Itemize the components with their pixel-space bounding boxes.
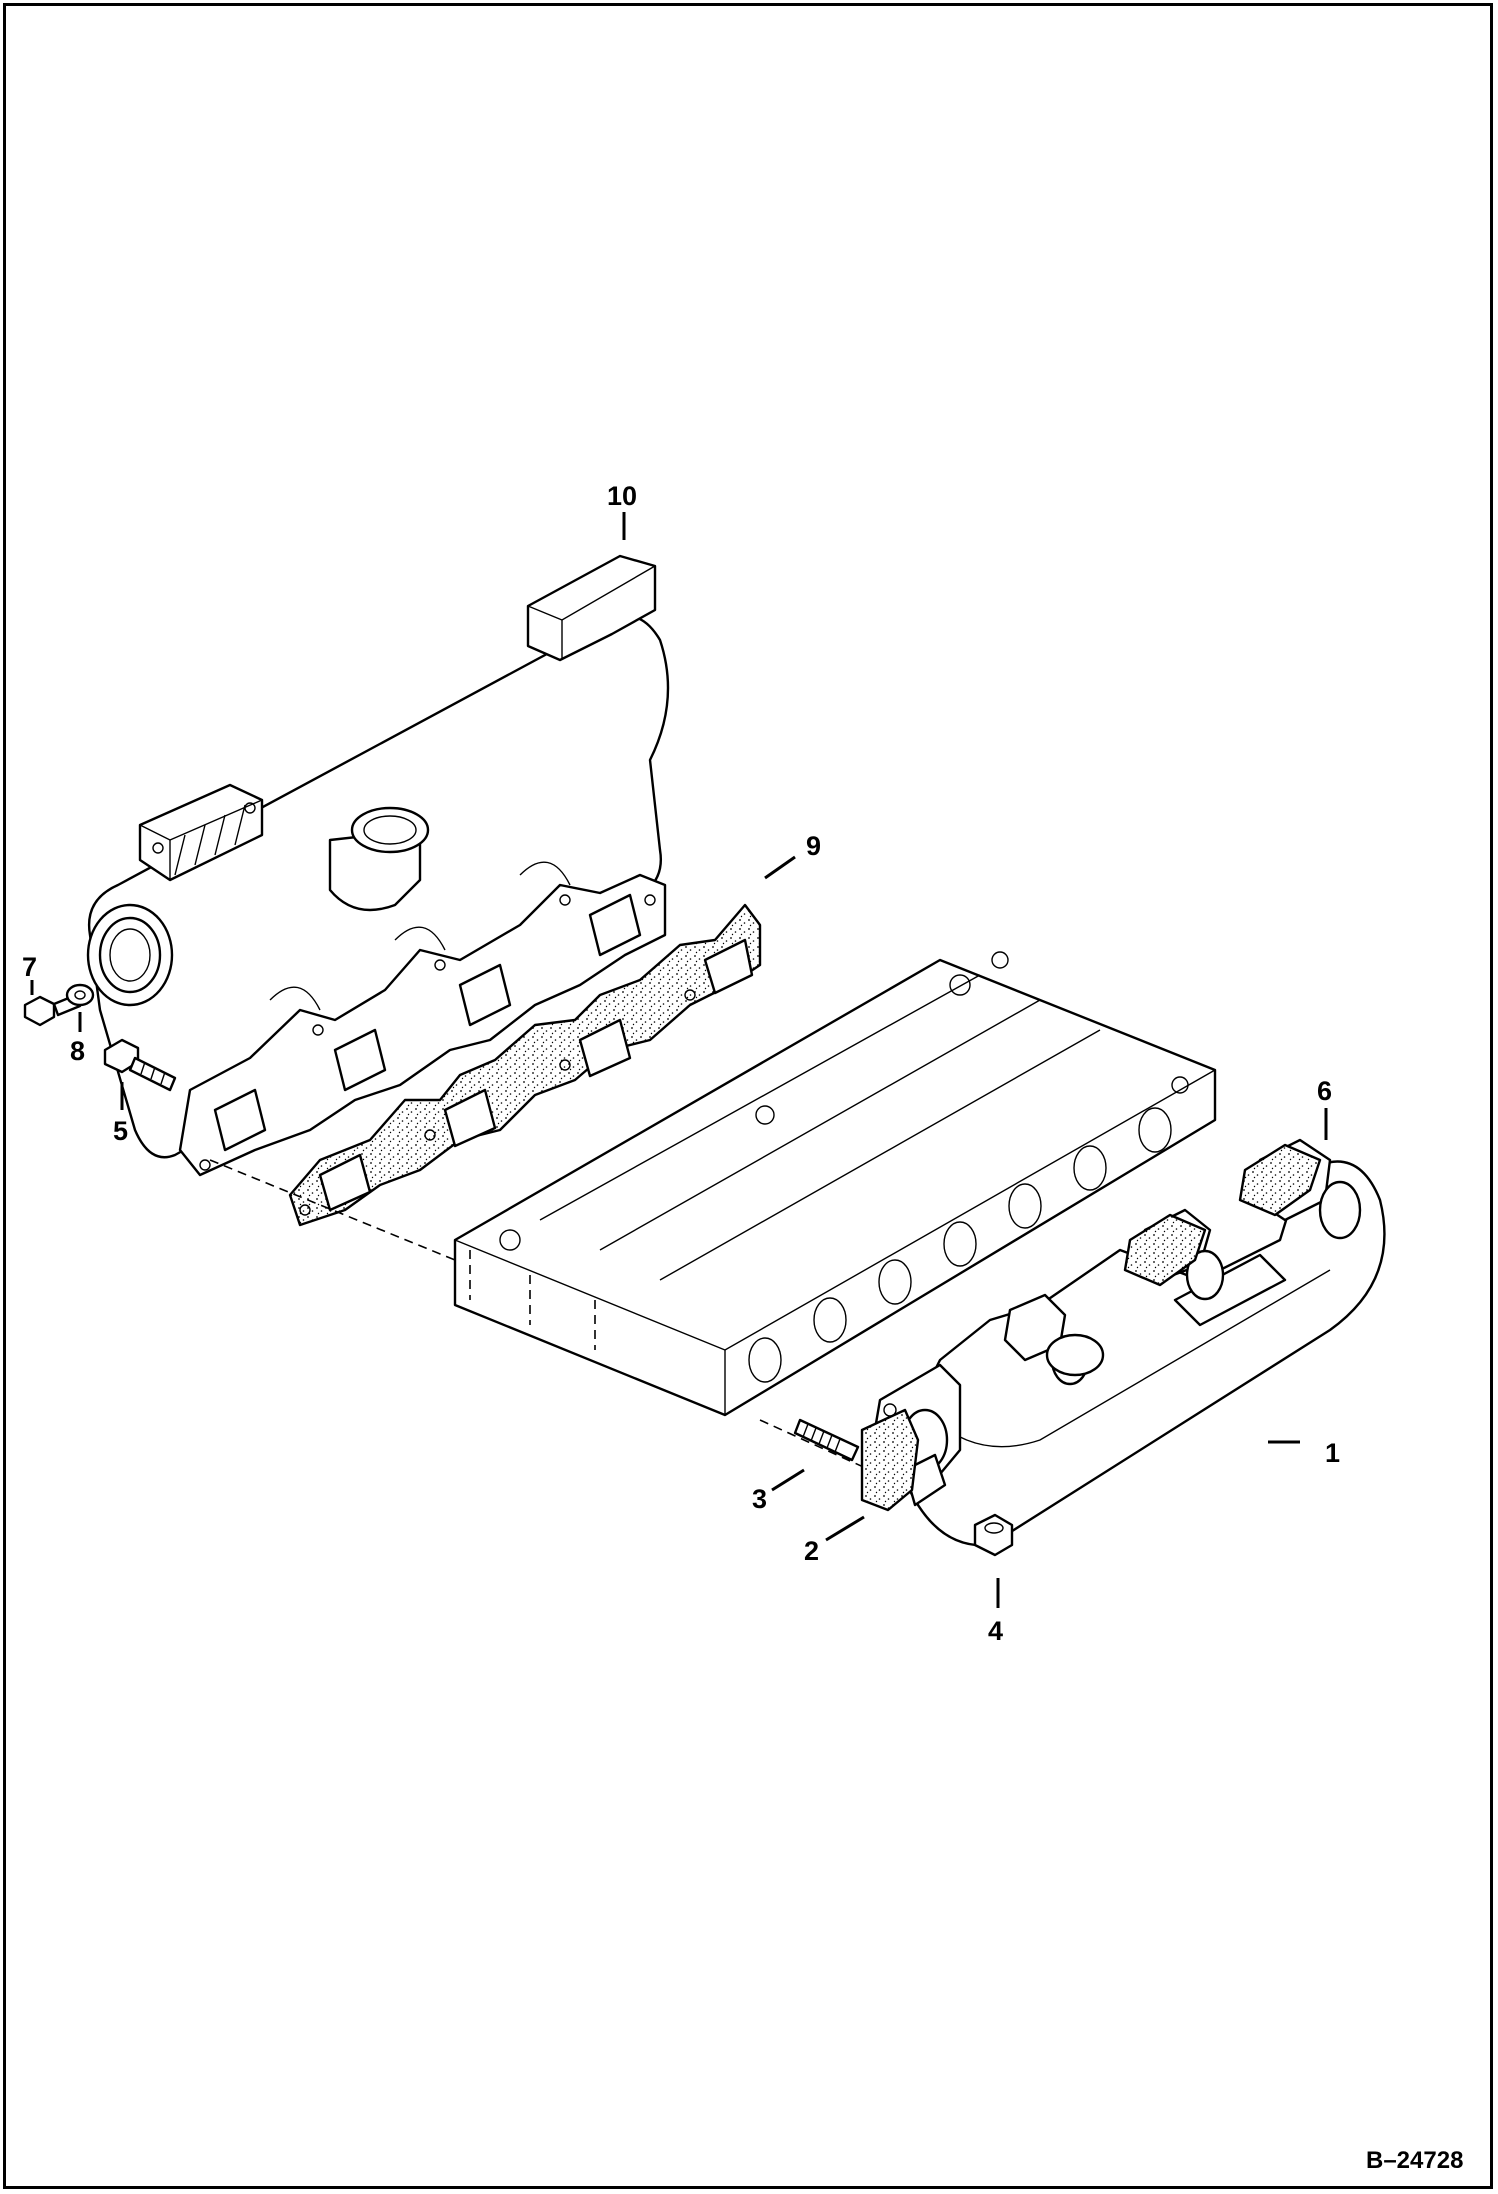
end-gasket (860, 1408, 920, 1512)
nut (973, 1513, 1014, 1557)
callout-1: 1 (1325, 1438, 1340, 1468)
bolt (103, 1038, 177, 1092)
callout-10: 10 (607, 481, 637, 511)
callout-3: 3 (752, 1484, 767, 1514)
callout-7: 7 (22, 952, 37, 982)
intake-gasket (288, 903, 762, 1227)
exhaust-gasket (1123, 1143, 1322, 1287)
callout-6: 6 (1317, 1076, 1332, 1106)
intake-manifold (86, 554, 670, 1177)
callout-8: 8 (70, 1036, 85, 1066)
leader-lines (30, 512, 1328, 1608)
callout-labels: 1 2 3 4 5 6 7 8 9 10 (22, 481, 1340, 1646)
callout-2: 2 (804, 1536, 819, 1566)
alignment-line (759, 1419, 871, 1471)
washer (65, 983, 95, 1007)
figure-id: B–24728 (1366, 2147, 1463, 2174)
stud (793, 1418, 860, 1462)
callout-5: 5 (113, 1116, 128, 1146)
callout-9: 9 (806, 831, 821, 861)
callout-4: 4 (988, 1616, 1003, 1646)
cylinder-head (453, 951, 1217, 1417)
